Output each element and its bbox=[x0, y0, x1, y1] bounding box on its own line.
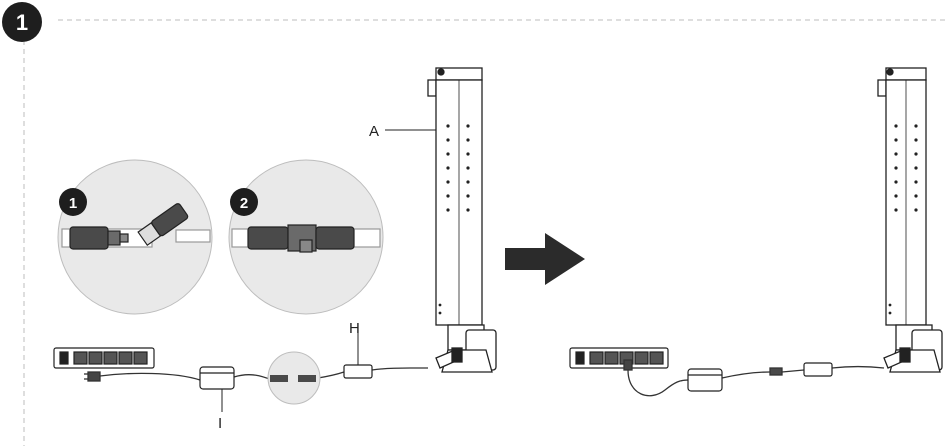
connector-detail-circle bbox=[267, 351, 321, 405]
label-h: H bbox=[349, 320, 360, 337]
detail-circle-2: 2 bbox=[228, 159, 384, 315]
desk-leg-column-right bbox=[877, 67, 943, 373]
step-number-badge: 1 bbox=[2, 2, 42, 42]
control-box-right bbox=[803, 362, 833, 377]
label-i: I bbox=[218, 415, 222, 432]
power-cable-right bbox=[623, 359, 885, 397]
desk-leg-column-left bbox=[427, 67, 497, 373]
power-adapter-left bbox=[199, 366, 235, 390]
power-adapter-right bbox=[687, 368, 723, 392]
detail-1-badge: 1 bbox=[69, 195, 77, 212]
control-box-left bbox=[343, 364, 373, 379]
power-strip-right bbox=[569, 347, 669, 369]
power-strip-left bbox=[53, 347, 155, 369]
detail-2-badge: 2 bbox=[240, 195, 248, 212]
label-a: A bbox=[369, 123, 379, 140]
step-number: 1 bbox=[16, 10, 28, 35]
power-cable-left bbox=[84, 367, 428, 382]
detail-circle-1: 1 bbox=[57, 159, 213, 315]
direction-arrow-icon bbox=[505, 233, 585, 285]
step-frame-dashed-border bbox=[23, 19, 949, 446]
